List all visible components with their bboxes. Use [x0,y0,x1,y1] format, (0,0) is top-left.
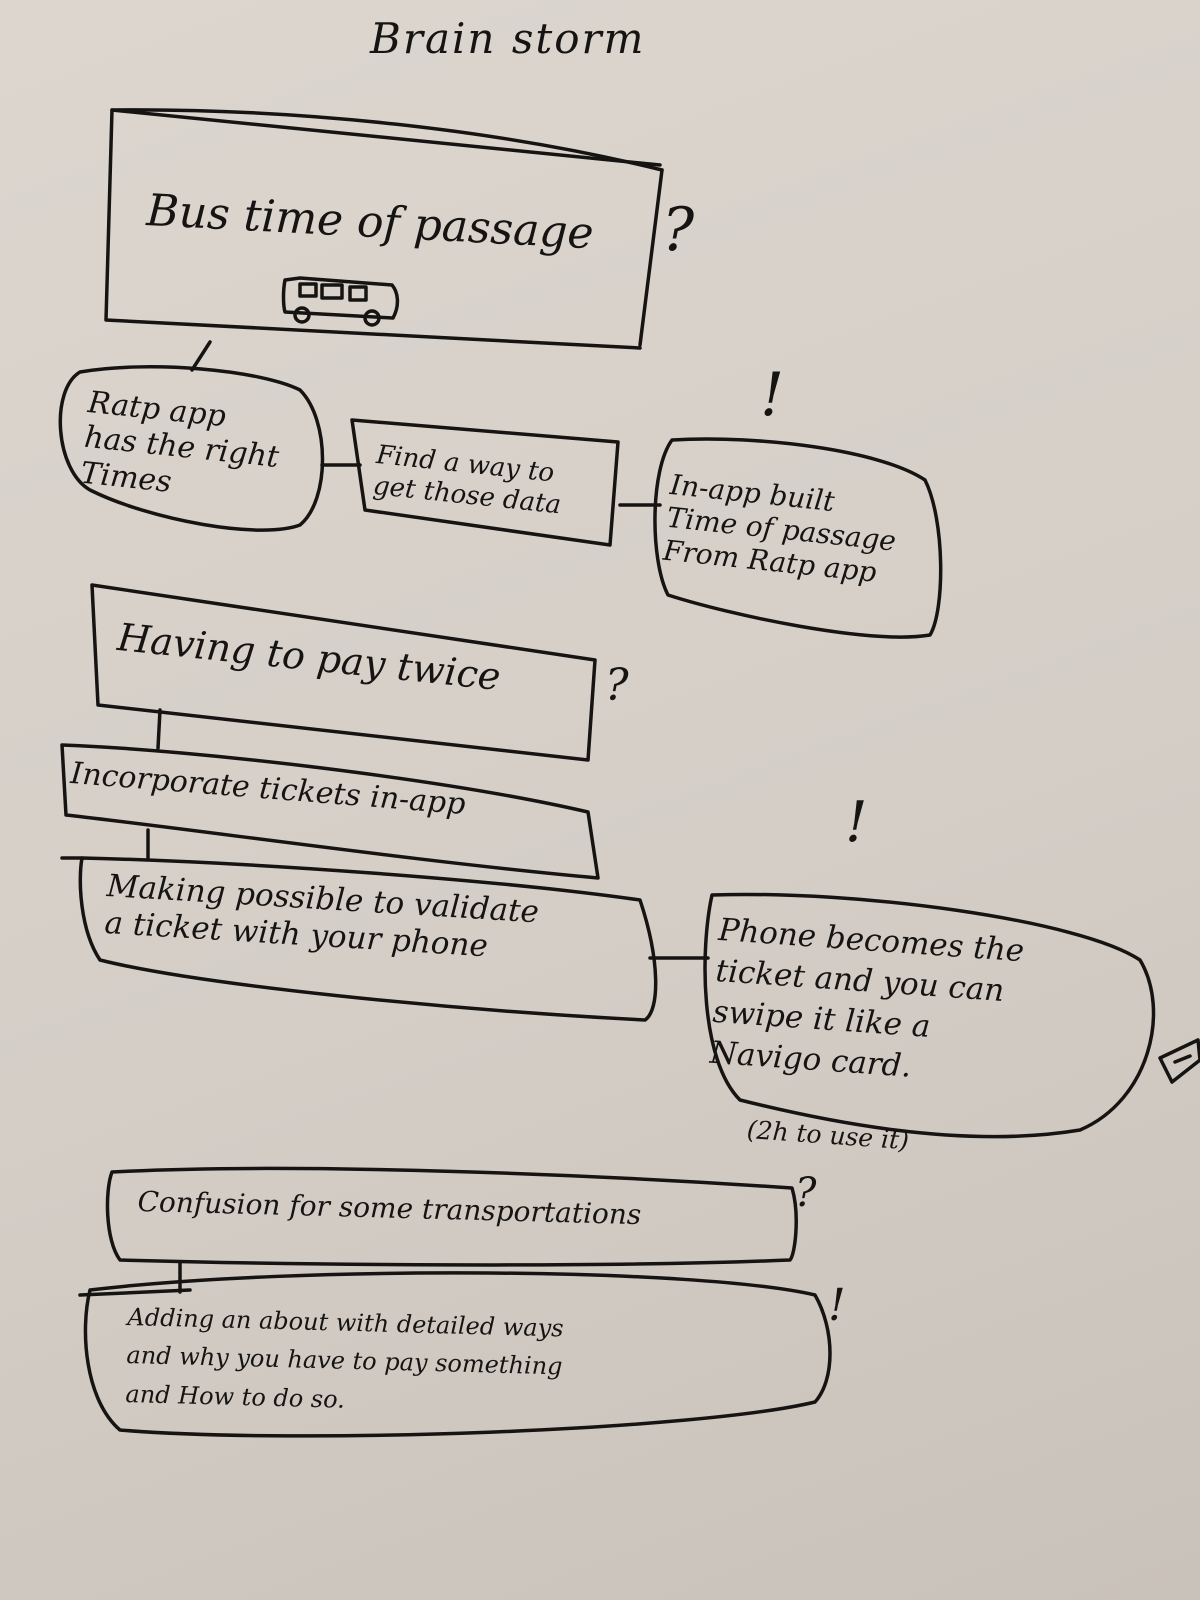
navigo-card-icon [1158,1038,1200,1084]
idea-box-2 [350,418,620,547]
problem-box-3 [105,1166,798,1267]
connector [78,1288,192,1297]
idea-box-6 [703,892,1156,1139]
exclamation-mark-3: ! [828,1280,846,1331]
connector [156,708,162,750]
problem-box-1 [104,108,664,350]
bus-icon [281,276,400,327]
exclamation-mark-1: ! [760,360,785,430]
idea-text-7: Adding an about with detailed ways and w… [125,1302,564,1414]
idea-text-6: Phone becomes the ticket and you can swi… [708,911,1026,1085]
question-mark-2: ? [605,660,629,711]
idea-box-3 [653,437,943,639]
question-mark-3: ? [795,1170,817,1216]
idea-box-1 [58,365,325,532]
exclamation-mark-2: ! [845,790,868,855]
idea-box-5 [78,856,658,1022]
idea-text-1: Ratp app has the right Times [78,385,281,500]
page-title: Brain storm [370,14,646,63]
problem-box-2 [90,583,597,762]
problem-box-1-side [110,108,664,172]
connector [190,340,212,372]
idea-box-4 [60,743,600,880]
idea-box-7 [83,1271,832,1438]
question-mark-1: ? [662,195,695,265]
